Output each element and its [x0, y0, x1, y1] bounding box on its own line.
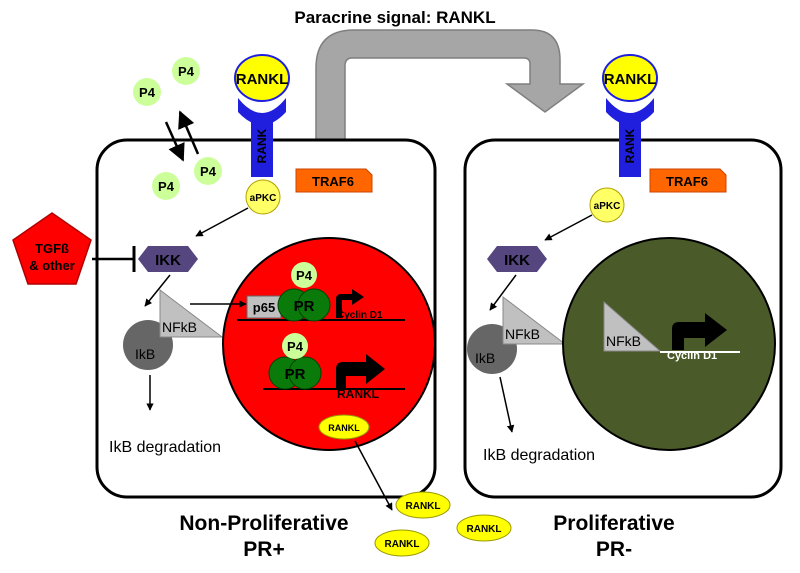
right-nfkb-cyto-label: NFkB — [505, 326, 540, 342]
tgfb-pentagon — [12, 212, 92, 285]
cyclin-d1-label-left: Cyclin D1 — [337, 310, 383, 321]
secreted-rankl-3-label: RANKL — [385, 539, 420, 550]
left-cell-caption-line2: PR+ — [243, 538, 284, 561]
left-nfkb-label: NFkB — [162, 319, 197, 335]
cyclin-d1-promoter-arrow — [336, 289, 364, 318]
left-traf6-box — [295, 168, 373, 193]
p4-label-3: P4 — [200, 164, 217, 179]
p4-in-arrow — [164, 121, 185, 162]
right-nfkb — [502, 295, 567, 345]
left-rank-receptor — [251, 115, 273, 177]
p4-on-pr-1 — [291, 262, 317, 288]
rankl-promoter-arrow — [336, 354, 385, 388]
right-apkc — [589, 187, 625, 223]
left-rank-label: RANK — [255, 128, 269, 163]
right-rank-receptor — [619, 115, 641, 177]
left-ikb-label: IkB — [135, 346, 155, 362]
right-ikk-to-ikb-arrow — [489, 274, 517, 311]
right-ikk-label: IKK — [504, 252, 530, 269]
left-ikk-label: IKK — [155, 252, 181, 269]
p4-circle-3 — [194, 157, 222, 185]
pr-dimer-1b — [297, 288, 331, 322]
right-rankl-label: RANKL — [604, 71, 657, 88]
p4-label-2: P4 — [139, 85, 156, 100]
right-nfkb-nuc-label: NFkB — [606, 333, 641, 349]
p4-label-1: P4 — [178, 64, 195, 79]
left-apkc — [245, 179, 281, 215]
secreted-rankl-1-label: RANKL — [406, 501, 441, 512]
cyclin-d1-label-right: Cyclin D1 — [667, 350, 717, 362]
secreted-rankl-1 — [395, 491, 451, 519]
p65-label: p65 — [253, 300, 275, 315]
right-cyclin-d1-promoter-arrow — [672, 313, 727, 350]
paracrine-arrow — [315, 29, 586, 149]
left-traf6-label: TRAF6 — [312, 174, 354, 189]
p4-on-pr-1-label: P4 — [296, 268, 313, 283]
left-rankl-ligand — [234, 54, 290, 102]
rankl-secretion-arrow — [354, 440, 393, 511]
p4-out-arrow — [178, 110, 200, 155]
rankl-gene-label: RANKL — [337, 387, 379, 401]
p4-circle-2 — [133, 78, 161, 106]
left-rank-cup — [238, 98, 286, 125]
right-cell-caption-line2: PR- — [596, 538, 632, 561]
right-ikk — [487, 246, 547, 272]
nucleus-rankl-ellipse — [318, 414, 370, 440]
right-rank-cup — [606, 98, 654, 125]
pr-label-2: PR — [285, 366, 306, 383]
right-cell-caption-line1: Proliferative — [553, 512, 674, 535]
left-degradation-label: IkB degradation — [109, 439, 221, 456]
left-cell-caption-line1: Non-Proliferative — [179, 512, 348, 535]
secreted-rankl-2 — [456, 514, 512, 542]
right-nucleus — [562, 237, 776, 451]
left-nucleus — [222, 237, 436, 451]
left-apkc-to-ikk-arrow — [195, 207, 249, 237]
secreted-rankl-2-label: RANKL — [467, 524, 502, 535]
left-apkc-label: aPKC — [250, 193, 277, 204]
paracrine-title: Paracrine signal: RANKL — [294, 8, 495, 27]
right-nuclear-nfkb — [603, 300, 662, 352]
right-apkc-label: aPKC — [594, 201, 621, 212]
left-ikk-to-ikb-arrow — [144, 274, 171, 307]
tgfb-label-line2: & other — [29, 258, 75, 273]
p4-circle-4 — [152, 172, 180, 200]
left-ikk — [138, 246, 198, 272]
tgfb-label-line1: TGFß — [35, 241, 69, 256]
right-rankl-ligand — [602, 54, 658, 102]
right-apkc-to-ikk-arrow — [544, 214, 593, 241]
nucleus-rankl-label: RANKL — [328, 423, 360, 433]
p4-on-pr-2 — [282, 333, 308, 359]
p4-circle-1 — [172, 57, 200, 85]
right-traf6-label: TRAF6 — [666, 174, 708, 189]
right-degradation-label: IkB degradation — [483, 447, 595, 464]
left-nfkb — [159, 288, 224, 338]
p4-label-4: P4 — [158, 179, 175, 194]
right-traf6-box — [649, 168, 727, 193]
p4-on-pr-2-label: P4 — [287, 339, 304, 354]
right-rank-label: RANK — [623, 128, 637, 163]
pr-label-1: PR — [294, 298, 315, 315]
secreted-rankl-3 — [374, 529, 430, 557]
right-ikb-degradation-arrow — [499, 376, 515, 433]
left-rankl-label: RANKL — [236, 71, 289, 88]
right-ikb-label: IkB — [475, 350, 495, 366]
pr-dimer-2b — [288, 356, 322, 390]
